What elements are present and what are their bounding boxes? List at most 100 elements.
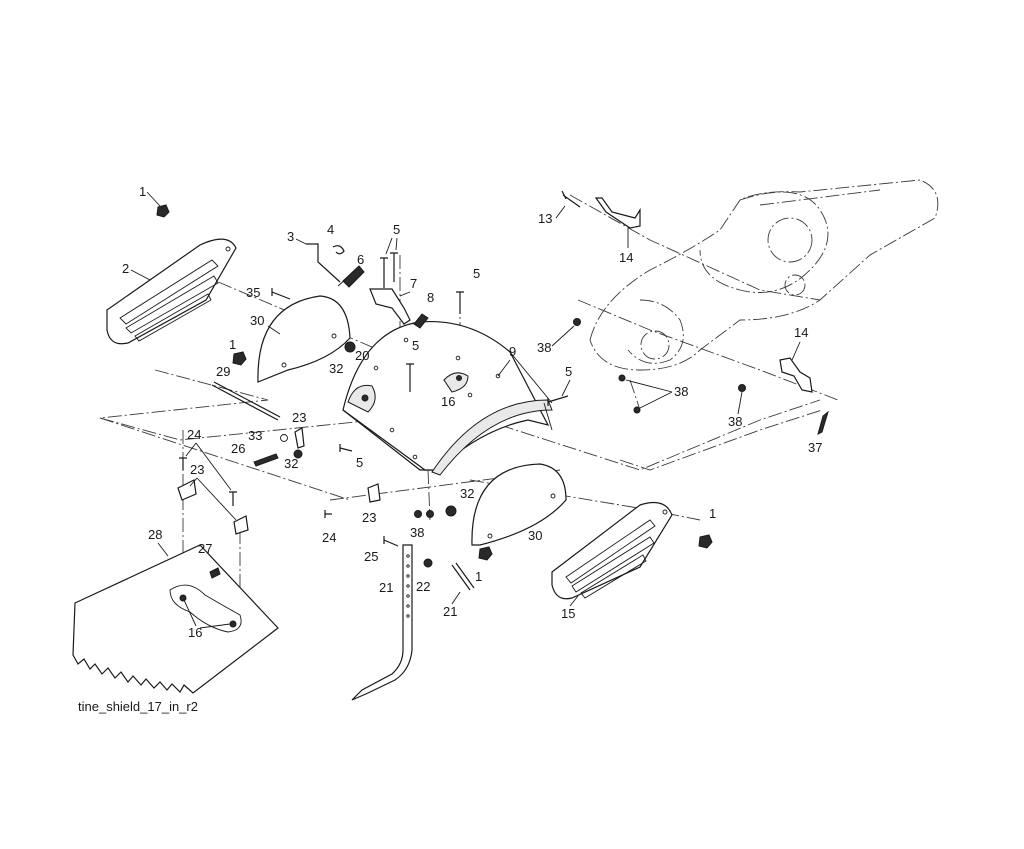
- right-bracket: [779, 357, 813, 393]
- svg-text:37: 37: [808, 440, 822, 455]
- callout-5c: 5: [412, 338, 419, 353]
- callout-38d: 38: [728, 391, 742, 429]
- svg-text:6: 6: [357, 252, 364, 267]
- svg-text:38: 38: [537, 340, 551, 355]
- svg-text:7: 7: [410, 276, 417, 291]
- callout-20: 22: [416, 579, 430, 594]
- svg-text:32: 32: [460, 486, 474, 501]
- callout-23b: 23: [189, 462, 237, 521]
- svg-text:25: 25: [364, 549, 378, 564]
- svg-text:23: 23: [362, 510, 376, 525]
- upper-bracket: [594, 197, 641, 248]
- left-footplate: [106, 238, 237, 345]
- callout-35: 35: [246, 285, 260, 300]
- callout-28: 29: [216, 364, 230, 379]
- main-tine-shield: [342, 320, 553, 476]
- hardware: [156, 190, 829, 591]
- callout-29a: 30: [250, 313, 281, 335]
- callout-23c: 23: [362, 510, 376, 525]
- svg-text:24: 24: [187, 427, 201, 442]
- callout-37: 37: [808, 440, 822, 455]
- callout-22: 25: [364, 549, 378, 564]
- callout-4: 4: [327, 222, 334, 237]
- nut-1-right: [698, 534, 713, 549]
- svg-text:33: 33: [248, 428, 262, 443]
- callout-16b: 16: [183, 599, 231, 640]
- svg-text:8: 8: [427, 290, 434, 305]
- callout-26: 27: [198, 541, 212, 556]
- callout-1d: 1: [709, 506, 716, 521]
- svg-text:4: 4: [327, 222, 334, 237]
- svg-text:20: 20: [355, 348, 369, 363]
- callouts: 1 2 3 4 5 6 7 8 5 35 30 1 32 20 5 9 16 5…: [122, 184, 822, 640]
- svg-text:14: 14: [794, 325, 808, 340]
- callout-24a: 24: [185, 427, 232, 491]
- callout-14a: 14: [619, 250, 633, 265]
- callout-16a: 16: [441, 394, 455, 409]
- svg-text:5: 5: [412, 338, 419, 353]
- svg-text:5: 5: [473, 266, 480, 281]
- callout-6: 6: [357, 252, 364, 267]
- svg-text:23: 23: [190, 462, 204, 477]
- svg-text:35: 35: [246, 285, 260, 300]
- callout-5a: 5: [385, 222, 400, 255]
- svg-text:38: 38: [410, 525, 424, 540]
- svg-text:21: 21: [443, 604, 457, 619]
- callout-5b: 5: [473, 266, 480, 281]
- svg-text:38: 38: [728, 414, 742, 429]
- rear-flap: [72, 544, 279, 694]
- svg-text:16: 16: [188, 625, 202, 640]
- svg-text:21: 21: [379, 580, 393, 595]
- callout-8: 8: [427, 290, 434, 305]
- svg-text:26: 26: [231, 441, 245, 456]
- callout-3: 3: [287, 229, 307, 245]
- svg-text:9: 9: [509, 344, 516, 359]
- callout-38a: 38: [410, 525, 424, 540]
- svg-text:5: 5: [356, 455, 363, 470]
- callout-25: 26: [231, 441, 245, 456]
- svg-text:27: 27: [198, 541, 212, 556]
- svg-text:5: 5: [565, 364, 572, 379]
- callout-33: 33: [248, 428, 262, 443]
- callout-27: 28: [148, 527, 169, 557]
- right-side-plate: [471, 463, 567, 546]
- callout-7: 7: [399, 276, 417, 297]
- svg-text:15: 15: [561, 606, 575, 621]
- svg-text:1: 1: [709, 506, 716, 521]
- svg-text:14: 14: [619, 250, 633, 265]
- svg-text:1: 1: [139, 184, 146, 199]
- callout-38b: 38: [537, 325, 575, 355]
- svg-text:38: 38: [674, 384, 688, 399]
- callout-18: 20: [355, 348, 369, 363]
- nut-1-mid: [478, 546, 493, 561]
- callout-30b: 32: [460, 486, 474, 501]
- depth-stake: [351, 544, 413, 701]
- svg-text:5: 5: [393, 222, 400, 237]
- svg-text:16: 16: [441, 394, 455, 409]
- callout-29b: 30: [528, 528, 542, 543]
- svg-text:1: 1: [229, 337, 236, 352]
- svg-text:13: 13: [538, 211, 552, 226]
- svg-text:24: 24: [322, 530, 336, 545]
- callout-15: 15: [561, 595, 579, 621]
- svg-text:30: 30: [528, 528, 542, 543]
- callout-14b: 14: [791, 325, 808, 361]
- svg-text:1: 1: [475, 569, 482, 584]
- callout-1b: 1: [229, 337, 236, 352]
- svg-text:2: 2: [122, 261, 129, 276]
- callout-9: 9: [497, 344, 516, 377]
- right-footplate: [551, 502, 673, 600]
- callout-38c: 38: [625, 379, 688, 409]
- svg-text:30: 30: [250, 313, 264, 328]
- callout-19: 21: [443, 591, 461, 619]
- callout-24b: 24: [322, 530, 336, 545]
- callout-5d: 5: [561, 364, 572, 397]
- svg-text:23: 23: [292, 410, 306, 425]
- left-side-plate: [257, 295, 351, 383]
- callout-1a: 1: [139, 184, 161, 207]
- svg-text:32: 32: [329, 361, 343, 376]
- svg-text:22: 22: [416, 579, 430, 594]
- nut-1-top: [156, 204, 170, 218]
- svg-text:3: 3: [287, 229, 294, 244]
